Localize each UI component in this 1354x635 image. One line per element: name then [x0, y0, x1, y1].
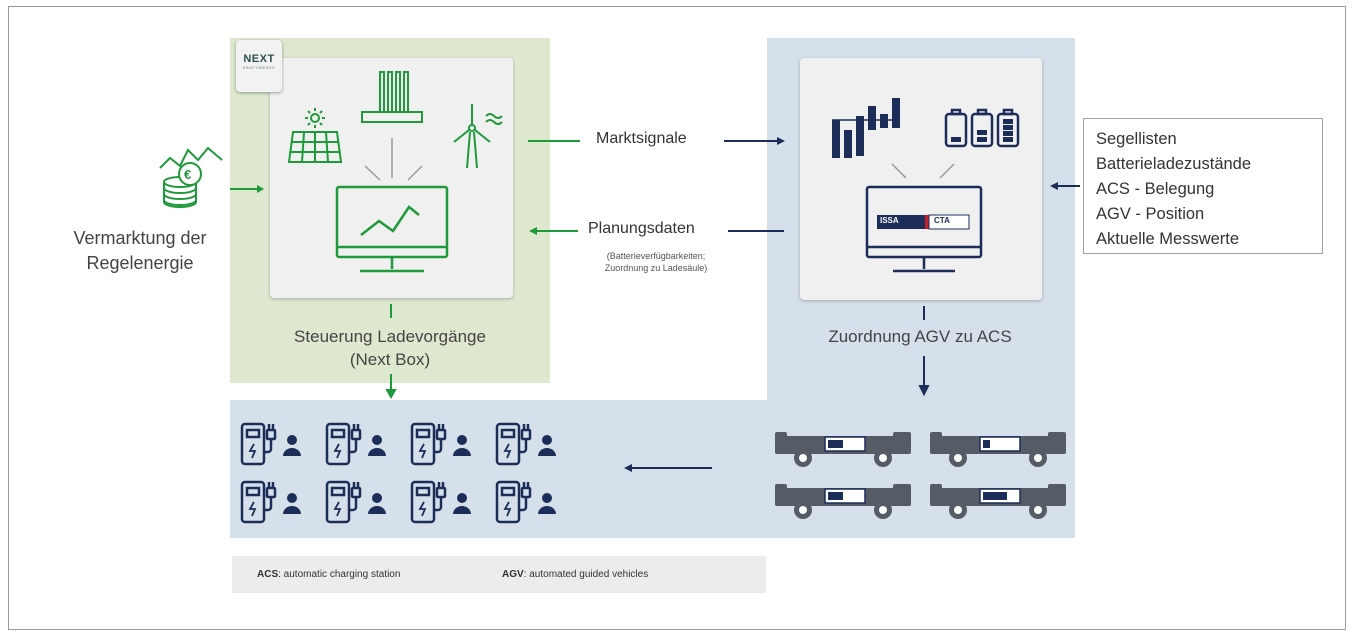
logo-brand: NEXT — [243, 53, 275, 65]
market-signals-label: Marktsignale — [596, 130, 687, 147]
legend-acs-abbr: ACS — [257, 569, 279, 580]
planning-data-label: Planungsdaten — [588, 220, 695, 237]
arrow-down-to-stations — [385, 304, 397, 400]
monitor-icon — [865, 185, 983, 273]
connector-lines-right — [891, 163, 955, 179]
input-item: Aktuelle Messwerte — [1096, 230, 1240, 248]
connector-lines — [364, 138, 423, 181]
charging-station-person-icon — [410, 480, 471, 524]
arrow-market-signals — [528, 137, 785, 145]
marketing-label-line1: Vermarktung der — [73, 228, 207, 248]
input-item: Batterieladezustände — [1096, 155, 1252, 173]
bar-chart-icon — [832, 98, 900, 158]
power-plant-icon — [361, 71, 423, 123]
legend-agv-abbr: AGV — [502, 569, 524, 580]
charging-station-person-icon — [325, 480, 386, 524]
arrow-marketing-to-control — [230, 185, 264, 193]
marketing-label-line2: Regelenergie — [86, 253, 194, 273]
planning-note-line2: Zuordnung zu Ladesäule) — [604, 263, 708, 273]
arrow-vehicles-to-stations — [624, 464, 712, 472]
charging-station-person-icon — [495, 480, 556, 524]
control-caption: Steuerung Ladevorgänge (Next Box) — [240, 325, 540, 371]
logo-subtitle: KRAFTWERKE — [242, 65, 276, 70]
input-item: AGV - Position — [1096, 205, 1205, 223]
screen-logo-issa: ISSA — [880, 216, 899, 225]
input-item: Segellisten — [1096, 130, 1177, 148]
allocation-caption: Zuordnung AGV zu ACS — [828, 327, 1012, 346]
solar-panel-icon — [287, 108, 343, 163]
agv-vehicle-icon — [775, 432, 911, 467]
battery-levels-icon — [944, 108, 1020, 148]
control-caption-line1: Steuerung Ladevorgänge — [294, 327, 486, 346]
screen-logo-cta: CTA — [934, 216, 950, 225]
charging-station-person-icon — [240, 422, 301, 466]
planning-note-line1: (Batterieverfügbarkeiten; — [606, 251, 706, 261]
monitor-chart-icon — [335, 185, 449, 273]
legend-agv-text: : automated guided vehicles — [523, 569, 649, 580]
marketing-label: Vermarktung der Regelenergie — [40, 226, 240, 276]
legend-agv: AGV: automated guided vehicles — [502, 569, 648, 580]
agv-vehicle-icon — [930, 432, 1066, 467]
arrow-allocation-to-vehicles — [918, 306, 930, 397]
allocation-card — [800, 58, 1042, 300]
input-item: ACS - Belegung — [1096, 180, 1215, 198]
agv-vehicle-icon — [930, 484, 1066, 519]
input-data-box: Segellisten Batterieladezustände ACS - B… — [1083, 118, 1323, 254]
legend: ACS: automatic charging station AGV: aut… — [232, 556, 766, 593]
arrow-planning-data — [529, 227, 784, 235]
charging-station-person-icon — [240, 480, 301, 524]
agv-vehicle-icon — [775, 484, 911, 519]
svg-text:€: € — [184, 167, 191, 182]
legend-acs: ACS: automatic charging station — [257, 569, 400, 580]
charging-station-person-icon — [410, 422, 471, 466]
charging-station-person-icon — [495, 422, 556, 466]
charging-station-person-icon — [325, 422, 386, 466]
planning-data-note: (Batterieverfügbarkeiten; Zuordnung zu L… — [566, 250, 746, 274]
control-caption-line2: (Next Box) — [349, 350, 431, 369]
legend-acs-text: : automatic charging station — [278, 569, 401, 580]
wind-turbine-icon — [453, 104, 503, 169]
next-kraftwerke-logo: NEXT KRAFTWERKE — [236, 40, 282, 92]
arrow-inputs-to-allocation — [1050, 182, 1080, 190]
euro-coins-icon: € — [159, 146, 223, 208]
